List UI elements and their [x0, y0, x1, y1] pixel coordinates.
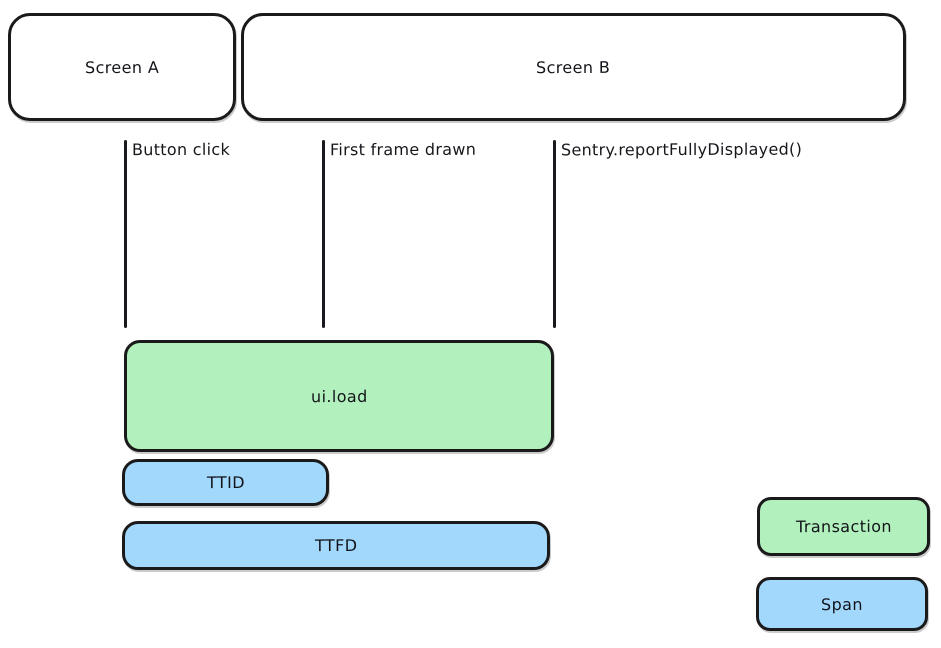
timeline-bar-label: ui.load	[310, 386, 368, 406]
screen-box-label: Screen B	[536, 57, 611, 77]
timeline-bar-label: TTID	[206, 472, 245, 493]
screen-box-label: Screen A	[84, 57, 160, 77]
marker-tick-line	[553, 140, 556, 328]
marker-label: First frame drawn	[329, 139, 477, 160]
legend-item-span[interactable]: Span	[756, 577, 928, 631]
legend-item-label: Span	[821, 594, 863, 614]
legend-item-label: Transaction	[795, 516, 892, 537]
timeline-bar-label: TTFD	[314, 535, 358, 556]
marker-tick-line	[124, 140, 127, 328]
marker-tick-line	[322, 140, 325, 328]
marker-label: Sentry.reportFullyDisplayed()	[560, 139, 803, 160]
screen-box-2[interactable]: Screen B	[241, 13, 906, 121]
timeline-bar-ttid[interactable]: TTID	[122, 459, 329, 506]
timeline-bar-ui-load[interactable]: ui.load	[124, 340, 554, 452]
legend-item-transaction[interactable]: Transaction	[757, 497, 930, 556]
screen-box-1[interactable]: Screen A	[8, 13, 236, 121]
timeline-bar-ttfd[interactable]: TTFD	[122, 521, 550, 570]
marker-label: Button click	[131, 139, 231, 160]
